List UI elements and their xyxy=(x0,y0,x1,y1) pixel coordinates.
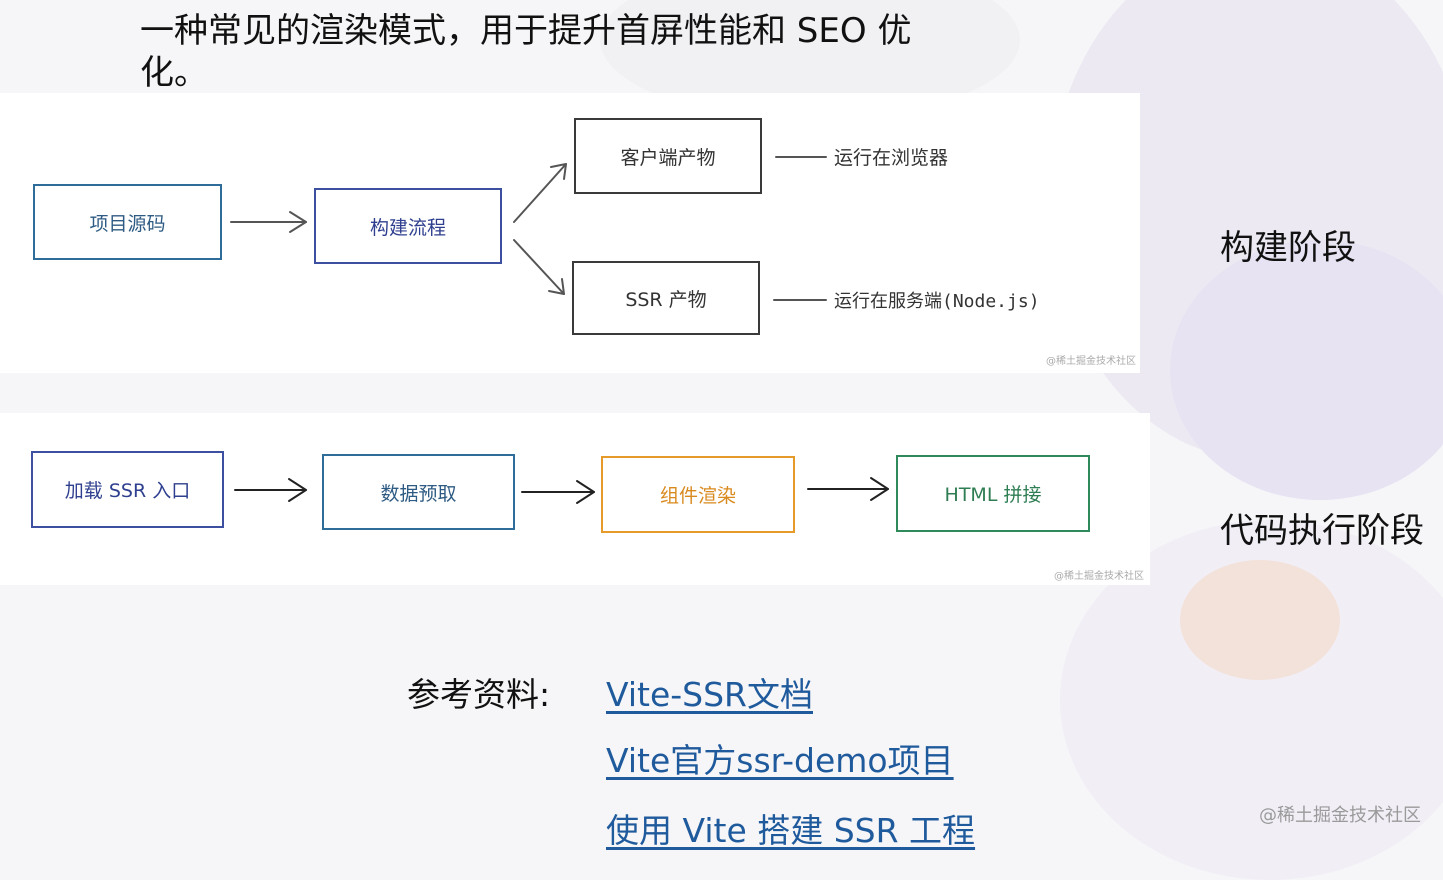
build-diagram-watermark: @稀土掘金技术社区 xyxy=(1046,356,1136,367)
box-component-render: 组件渲染 xyxy=(601,456,795,533)
arrow-prefetch-to-render xyxy=(521,480,595,504)
box-html-assemble: HTML 拼接 xyxy=(896,455,1090,532)
arrow-entry-to-prefetch xyxy=(234,478,307,502)
intro-line-1: 一种常见的渲染模式，用于提升首屏性能和 SEO 优 xyxy=(140,11,912,51)
build-stage-label: 构建阶段 xyxy=(1220,228,1356,268)
box-source-code: 项目源码 xyxy=(33,184,222,260)
diagram-arrows xyxy=(230,156,889,504)
intro-line-2: 化。 xyxy=(140,53,208,93)
link-build-ssr-with-vite[interactable]: 使用 Vite 搭建 SSR 工程 xyxy=(606,811,976,850)
intro-text: 一种常见的渲染模式，用于提升首屏性能和 SEO 优 化。 xyxy=(140,10,960,94)
corner-watermark: @稀土掘金技术社区 xyxy=(1259,805,1421,826)
arrow-source-to-build xyxy=(230,211,307,233)
box-ssr-output: SSR 产物 xyxy=(572,261,760,335)
box-data-prefetch-label: 数据预取 xyxy=(380,482,457,505)
box-client-output-label: 客户端产物 xyxy=(620,146,716,169)
link-vite-ssr-demo[interactable]: Vite官方ssr-demo项目 xyxy=(606,741,954,780)
background-decoration xyxy=(1180,560,1340,680)
references-label: 参考资料: xyxy=(407,675,551,714)
box-build-process-label: 构建流程 xyxy=(369,216,446,239)
box-data-prefetch: 数据预取 xyxy=(322,454,515,530)
box-load-ssr-entry: 加载 SSR 入口 xyxy=(31,451,224,528)
arrow-render-to-html xyxy=(807,477,889,501)
link-vite-ssr-docs[interactable]: Vite-SSR文档 xyxy=(606,675,813,714)
box-ssr-output-label: SSR 产物 xyxy=(625,288,707,311)
box-component-render-label: 组件渲染 xyxy=(659,485,736,507)
arrow-build-to-client xyxy=(513,163,567,223)
runtime-diagram-watermark: @稀土掘金技术社区 xyxy=(1054,571,1144,582)
box-load-ssr-entry-label: 加载 SSR 入口 xyxy=(64,480,191,502)
client-output-note: 运行在浏览器 xyxy=(834,147,949,169)
box-build-process: 构建流程 xyxy=(314,188,502,264)
ssr-output-note: 运行在服务端(Node.js) xyxy=(834,291,1040,312)
runtime-stage-label: 代码执行阶段 xyxy=(1220,511,1424,551)
background-decoration xyxy=(1170,240,1443,500)
box-client-output: 客户端产物 xyxy=(574,118,762,194)
box-source-code-label: 项目源码 xyxy=(89,212,166,235)
box-html-assemble-label: HTML 拼接 xyxy=(944,484,1042,506)
arrow-build-to-ssr xyxy=(513,239,565,295)
